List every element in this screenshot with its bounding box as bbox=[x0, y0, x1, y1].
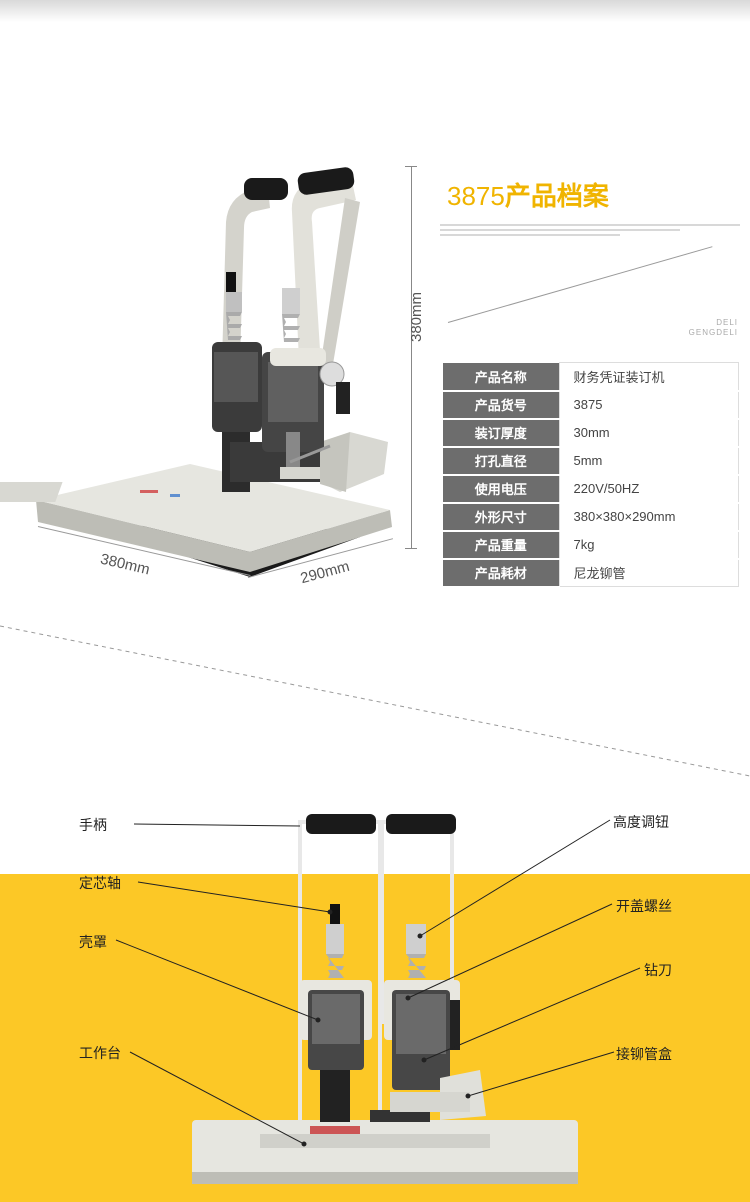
machine-illustration-top bbox=[0, 167, 392, 577]
spec-key: 产品耗材 bbox=[443, 558, 559, 588]
part-label-drill: 钻刀 bbox=[644, 962, 672, 978]
spec-value: 5mm bbox=[558, 446, 739, 476]
top-shadow bbox=[0, 0, 750, 22]
product-archive-section: 380mm 380mm 290mm 3875产品档案 DELI GENGDELI… bbox=[0, 22, 750, 622]
part-label-lid-screw: 开盖螺丝 bbox=[616, 898, 672, 914]
archive-title-text: 产品档案 bbox=[504, 182, 609, 212]
spec-row: 产品名称财务凭证装订机 bbox=[443, 362, 739, 392]
spec-value: 尼龙铆管 bbox=[558, 558, 739, 587]
part-label-core-shaft: 定芯轴 bbox=[79, 875, 121, 891]
spec-key: 打孔直径 bbox=[443, 446, 559, 476]
spec-value: 220V/50HZ bbox=[558, 474, 739, 504]
spec-key: 使用电压 bbox=[443, 474, 559, 504]
part-label-workbench: 工作台 bbox=[79, 1045, 121, 1061]
archive-title: 3875产品档案 bbox=[447, 176, 609, 213]
part-label-height-knob: 高度调钮 bbox=[613, 814, 669, 830]
spec-value: 380×380×290mm bbox=[558, 502, 739, 532]
spec-value: 财务凭证装订机 bbox=[558, 362, 739, 392]
part-label-handle: 手柄 bbox=[79, 817, 107, 833]
part-label-tube-box: 接铆管盒 bbox=[616, 1046, 672, 1062]
spec-row: 产品耗材尼龙铆管 bbox=[443, 558, 739, 588]
archive-subtitle-decoration bbox=[440, 224, 740, 240]
spec-key: 外形尺寸 bbox=[443, 502, 559, 532]
spec-value: 30mm bbox=[558, 418, 739, 448]
height-dim-tick-top bbox=[405, 166, 417, 167]
spec-value: 3875 bbox=[558, 390, 739, 420]
spec-value: 7kg bbox=[558, 530, 739, 560]
brand-mark: DELI GENGDELI bbox=[688, 318, 738, 337]
height-dim-line bbox=[411, 166, 412, 548]
part-label-cover: 壳罩 bbox=[79, 934, 107, 950]
archive-title-number: 3875 bbox=[447, 181, 505, 211]
height-dim-tick-bottom bbox=[405, 548, 417, 549]
spec-key: 产品名称 bbox=[443, 362, 559, 392]
spec-key: 产品重量 bbox=[443, 530, 559, 560]
spec-key: 装订厚度 bbox=[443, 418, 559, 448]
spec-key: 产品货号 bbox=[443, 390, 559, 420]
